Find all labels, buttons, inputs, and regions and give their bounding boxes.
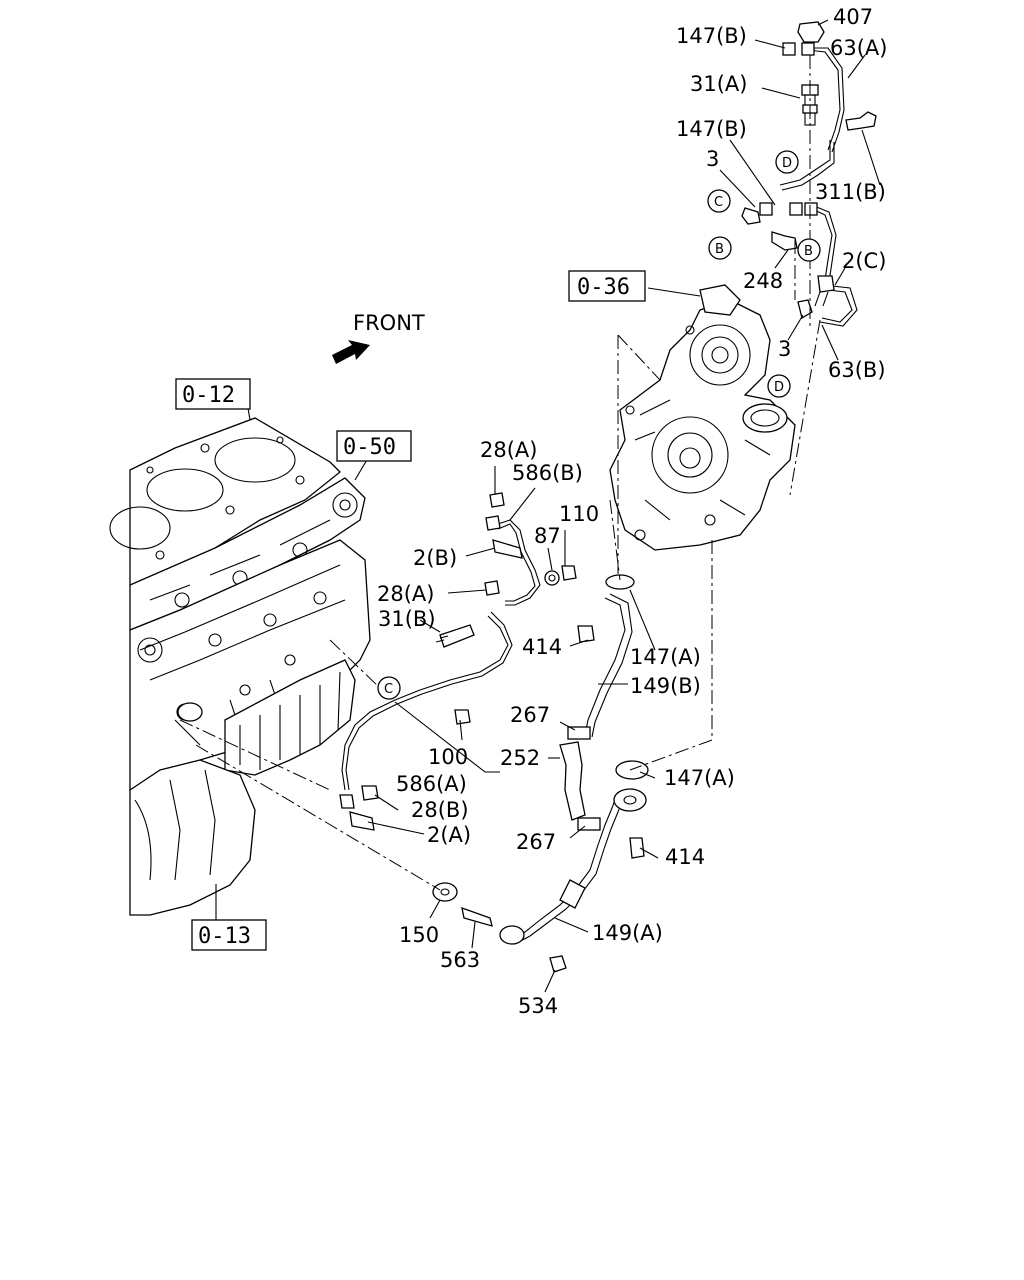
ref-box-0-13 — [191, 919, 267, 951]
marker-b-right: B — [804, 244, 813, 259]
marker-c-lower: C — [384, 682, 393, 697]
label-586b[interactable]: 586(B) — [512, 461, 583, 485]
label-3-top[interactable]: 3 — [706, 147, 719, 171]
label-407[interactable]: 407 — [833, 5, 873, 29]
label-147b-mid[interactable]: 147(B) — [676, 117, 747, 141]
reference-boxes: 0-36 0-12 0-50 0-13 — [175, 270, 646, 951]
label-110[interactable]: 110 — [559, 502, 599, 526]
front-arrow: FRONT — [332, 311, 425, 364]
label-586a[interactable]: 586(A) — [396, 772, 467, 796]
engine-block — [109, 417, 371, 916]
label-28b[interactable]: 28(B) — [411, 798, 469, 822]
ref-0-12[interactable]: 0-12 — [182, 383, 235, 408]
ref-box-0-12 — [175, 378, 251, 410]
label-3-mid[interactable]: 3 — [778, 337, 791, 361]
center-lines — [179, 55, 821, 891]
marker-c-upper: C — [714, 195, 723, 210]
label-28a-top[interactable]: 28(A) — [480, 438, 537, 462]
circle-markers: D C B B D C — [377, 150, 821, 700]
marker-d-turbo: D — [774, 380, 784, 395]
label-63a[interactable]: 63(A) — [830, 36, 887, 60]
part-2b — [492, 539, 523, 559]
turbocharger — [609, 284, 796, 551]
label-267-top[interactable]: 267 — [510, 703, 550, 727]
marker-b-left: B — [715, 242, 724, 257]
label-563[interactable]: 563 — [440, 948, 480, 972]
part-407 — [797, 21, 825, 43]
pipes — [341, 47, 858, 945]
ref-box-0-36 — [568, 270, 646, 302]
label-248[interactable]: 248 — [743, 269, 783, 293]
label-267-bot[interactable]: 267 — [516, 830, 556, 854]
part-labels: 407 147(B) 63(A) 31(A) 147(B) 3 311(B) 2… — [377, 5, 887, 1018]
marker-d-upper: D — [782, 156, 792, 171]
ref-0-36[interactable]: 0-36 — [577, 275, 630, 300]
part-147b-top — [782, 42, 796, 56]
label-2c[interactable]: 2(C) — [842, 249, 886, 273]
label-149b[interactable]: 149(B) — [630, 674, 701, 698]
label-149a[interactable]: 149(A) — [592, 921, 663, 945]
label-147b-top[interactable]: 147(B) — [676, 24, 747, 48]
ref-0-50[interactable]: 0-50 — [343, 435, 396, 460]
label-414-top[interactable]: 414 — [522, 635, 562, 659]
label-31b[interactable]: 31(B) — [378, 607, 436, 631]
part-31b — [439, 624, 475, 648]
front-label: FRONT — [353, 311, 425, 335]
part-311b — [845, 111, 877, 131]
label-100[interactable]: 100 — [428, 745, 468, 769]
label-147a-bot[interactable]: 147(A) — [664, 766, 735, 790]
label-147a-top[interactable]: 147(A) — [630, 645, 701, 669]
label-150[interactable]: 150 — [399, 923, 439, 947]
label-534[interactable]: 534 — [518, 994, 558, 1018]
ref-0-13[interactable]: 0-13 — [198, 924, 251, 949]
label-28a-mid[interactable]: 28(A) — [377, 582, 434, 606]
ref-box-0-50 — [336, 430, 412, 462]
label-311b[interactable]: 311(B) — [815, 180, 886, 204]
label-2b[interactable]: 2(B) — [413, 546, 457, 570]
label-2a[interactable]: 2(A) — [427, 823, 471, 847]
part-248 — [771, 231, 798, 251]
label-31a[interactable]: 31(A) — [690, 72, 747, 96]
small-parts — [177, 21, 877, 973]
label-252[interactable]: 252 — [500, 746, 540, 770]
label-63b[interactable]: 63(B) — [828, 358, 886, 382]
label-87[interactable]: 87 — [534, 524, 561, 548]
label-414-bot[interactable]: 414 — [665, 845, 705, 869]
part-2c — [817, 275, 835, 293]
